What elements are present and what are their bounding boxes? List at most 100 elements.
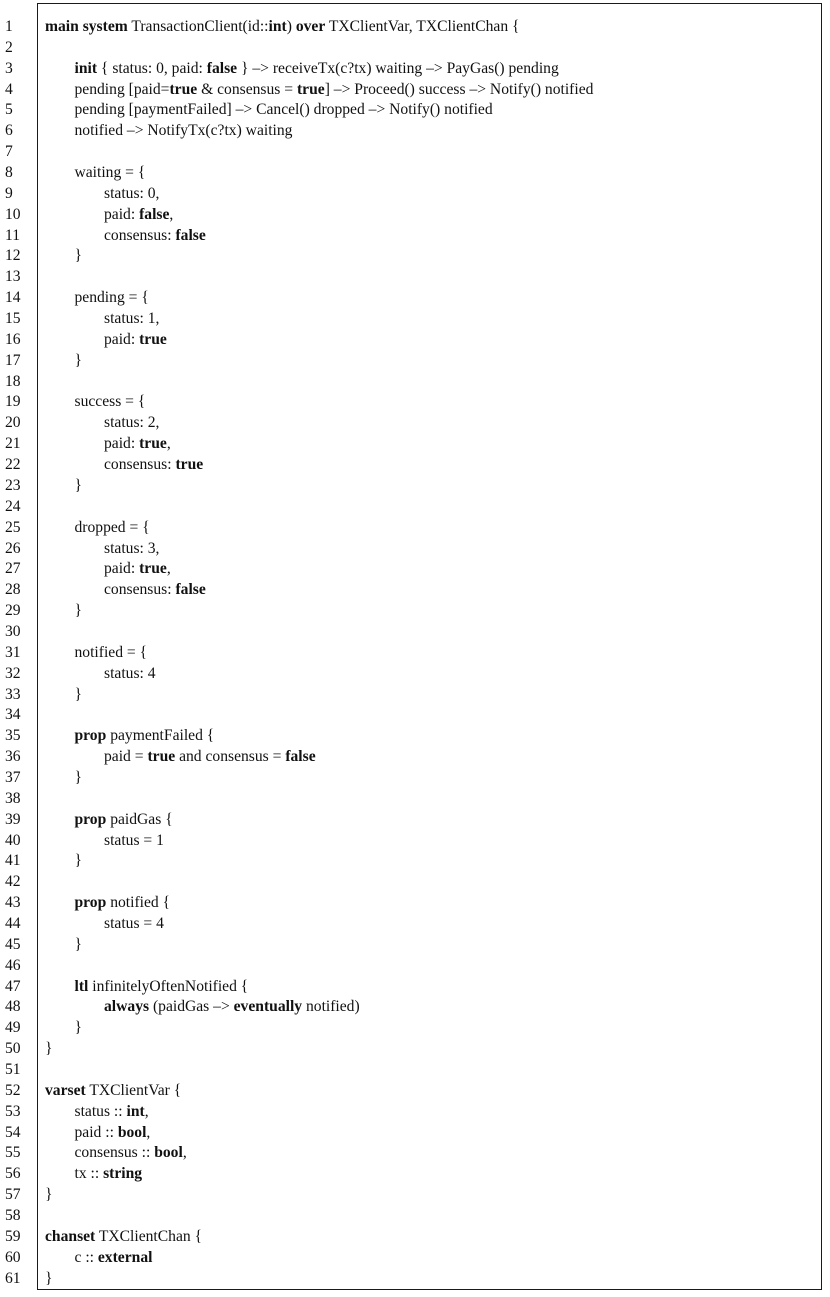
line-number: 28 bbox=[5, 581, 21, 599]
code-text: paid: true bbox=[104, 330, 167, 351]
code-text: paid = true and consensus = false bbox=[104, 747, 316, 768]
keyword: over bbox=[295, 18, 326, 35]
line-number: 56 bbox=[5, 1165, 21, 1183]
code-line: 34 bbox=[5, 705, 821, 726]
line-number: 25 bbox=[5, 518, 21, 536]
keyword: false bbox=[139, 205, 170, 223]
line-number: 60 bbox=[5, 1248, 21, 1266]
code-token: } bbox=[74, 1019, 83, 1037]
line-number: 31 bbox=[5, 643, 21, 661]
code-token: } bbox=[45, 1040, 53, 1058]
line-number: 5 bbox=[5, 101, 13, 119]
code-token: } bbox=[74, 602, 83, 620]
line-number: 41 bbox=[5, 852, 21, 870]
code-token: , bbox=[144, 1102, 149, 1120]
code-token: pending [paid= bbox=[74, 80, 170, 98]
line-number: 35 bbox=[5, 727, 21, 745]
keyword: true bbox=[169, 80, 198, 98]
code-text: } bbox=[75, 685, 83, 706]
line-number: 26 bbox=[5, 539, 21, 557]
keyword: prop bbox=[74, 727, 107, 745]
code-token: TXClientVar { bbox=[85, 1081, 182, 1099]
keyword: eventually bbox=[233, 998, 303, 1016]
line-number: 34 bbox=[5, 706, 21, 724]
code-token: paid: bbox=[104, 560, 140, 578]
code-token: c :: bbox=[74, 1248, 98, 1266]
code-text: status: 3, bbox=[104, 539, 159, 560]
code-token: TXClientChan { bbox=[95, 1227, 203, 1245]
code-token: waiting = { bbox=[74, 164, 146, 182]
code-token: infinitelyOftenNotified { bbox=[88, 977, 249, 995]
code-line: 42 bbox=[5, 872, 821, 893]
keyword: true bbox=[147, 748, 176, 766]
code-token: dropped = { bbox=[74, 518, 150, 536]
code-token: paid: bbox=[104, 435, 140, 453]
code-line: 24 bbox=[5, 497, 821, 518]
line-number: 13 bbox=[5, 268, 21, 286]
line-number: 16 bbox=[5, 330, 21, 348]
line-number: 42 bbox=[5, 873, 21, 891]
code-line: 31 notified = { bbox=[5, 643, 821, 664]
code-line: 23} bbox=[5, 476, 821, 497]
code-text: } bbox=[75, 1018, 83, 1039]
code-text: consensus: true bbox=[104, 455, 203, 476]
keyword: string bbox=[103, 1165, 143, 1183]
code-line: 12} bbox=[5, 246, 821, 267]
code-line: 21 paid: true, bbox=[5, 434, 821, 455]
line-number: 61 bbox=[5, 1269, 21, 1287]
line-number: 23 bbox=[5, 476, 21, 494]
code-token: notified { bbox=[106, 894, 171, 912]
code-token: consensus: bbox=[104, 456, 176, 474]
code-line: 18 bbox=[5, 372, 821, 393]
code-token: paid: bbox=[104, 330, 140, 348]
keyword: main system bbox=[45, 18, 128, 35]
code-text: } bbox=[75, 768, 83, 789]
code-text: prop notified { bbox=[75, 893, 171, 914]
code-line: 49} bbox=[5, 1018, 821, 1039]
line-number: 21 bbox=[5, 435, 21, 453]
code-token: TXClientVar, TXClientChan { bbox=[325, 18, 520, 35]
code-text: paid: true, bbox=[104, 434, 171, 455]
code-token: notified –> NotifyTx(c?tx) waiting bbox=[74, 122, 293, 140]
keyword: prop bbox=[74, 810, 107, 828]
code-line: 57} bbox=[5, 1185, 821, 1206]
code-token: } bbox=[74, 351, 83, 369]
code-text: notified = { bbox=[75, 643, 148, 664]
code-token: and consensus = bbox=[175, 748, 286, 766]
code-token: consensus: bbox=[104, 581, 176, 599]
code-token: status :: bbox=[74, 1102, 127, 1120]
line-number: 32 bbox=[5, 664, 21, 682]
line-number: 50 bbox=[5, 1040, 21, 1058]
code-text: pending [paid=true & consensus = true] –… bbox=[75, 80, 594, 101]
code-text: init { status: 0, paid: false } –> recei… bbox=[75, 59, 559, 80]
keyword: false bbox=[175, 226, 206, 244]
line-number: 12 bbox=[5, 247, 21, 265]
code-token: , bbox=[169, 205, 174, 223]
code-token: notified) bbox=[302, 998, 360, 1016]
line-number: 38 bbox=[5, 789, 21, 807]
code-token: tx :: bbox=[74, 1165, 104, 1183]
keyword: true bbox=[175, 456, 204, 474]
code-line: 38 bbox=[5, 789, 821, 810]
code-token: paymentFailed { bbox=[106, 727, 215, 745]
code-line: 2 bbox=[5, 38, 821, 59]
code-text: } bbox=[75, 476, 83, 497]
code-token: (paidGas –> bbox=[149, 998, 234, 1016]
line-number: 55 bbox=[5, 1144, 21, 1162]
code-text: paid: true, bbox=[104, 559, 171, 580]
code-token: paid :: bbox=[74, 1123, 118, 1141]
code-token: } bbox=[45, 1269, 53, 1287]
